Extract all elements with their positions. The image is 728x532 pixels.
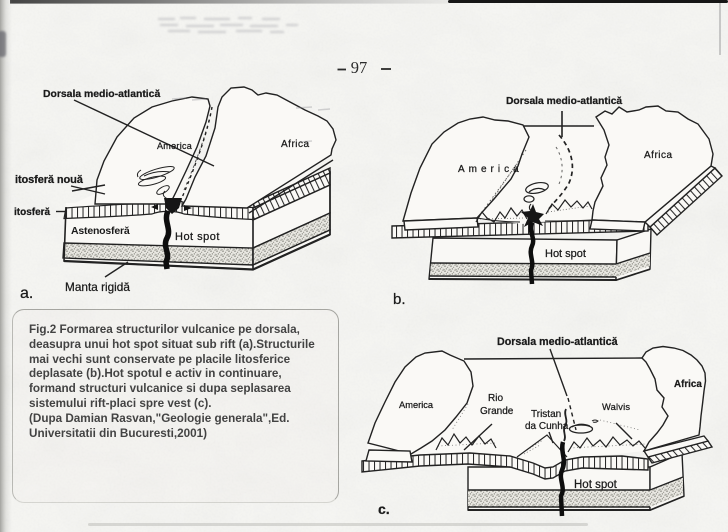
svg-text:Tristan: Tristan: [531, 409, 561, 420]
svg-text:America: America: [157, 141, 192, 151]
svg-text:Grande: Grande: [480, 406, 514, 417]
svg-text:97: 97: [351, 58, 368, 77]
svg-text:Rio: Rio: [488, 393, 503, 404]
svg-text:Hot spot: Hot spot: [574, 479, 618, 491]
svg-text:Africa: Africa: [674, 379, 702, 390]
svg-text:America: America: [399, 400, 434, 410]
svg-text:Africa: Africa: [644, 150, 673, 161]
svg-text:c.: c.: [378, 501, 390, 517]
svg-text:Dorsala medio-atlantică: Dorsala medio-atlantică: [43, 89, 160, 100]
svg-text:itosferă nouă: itosferă nouă: [15, 174, 84, 186]
svg-text:da Cunha: da Cunha: [525, 421, 569, 432]
svg-text:itosferă: itosferă: [14, 207, 51, 218]
svg-text:b.: b.: [393, 291, 406, 308]
svg-text:Dorsala medio-atlantică: Dorsala medio-atlantică: [506, 96, 622, 107]
svg-text:Astenosferă: Astenosferă: [71, 225, 130, 237]
svg-text:Manta rigidă: Manta rigidă: [65, 280, 130, 294]
svg-text:America: America: [458, 164, 523, 175]
svg-text:Hot spot: Hot spot: [545, 248, 586, 260]
svg-text:Africa: Africa: [281, 139, 310, 150]
svg-text:Walvis: Walvis: [602, 402, 630, 412]
svg-text:Hot spot: Hot spot: [175, 231, 220, 243]
svg-text:Dorsala medio-atlantică: Dorsala medio-atlantică: [497, 336, 619, 348]
svg-text:a.: a.: [20, 285, 33, 302]
